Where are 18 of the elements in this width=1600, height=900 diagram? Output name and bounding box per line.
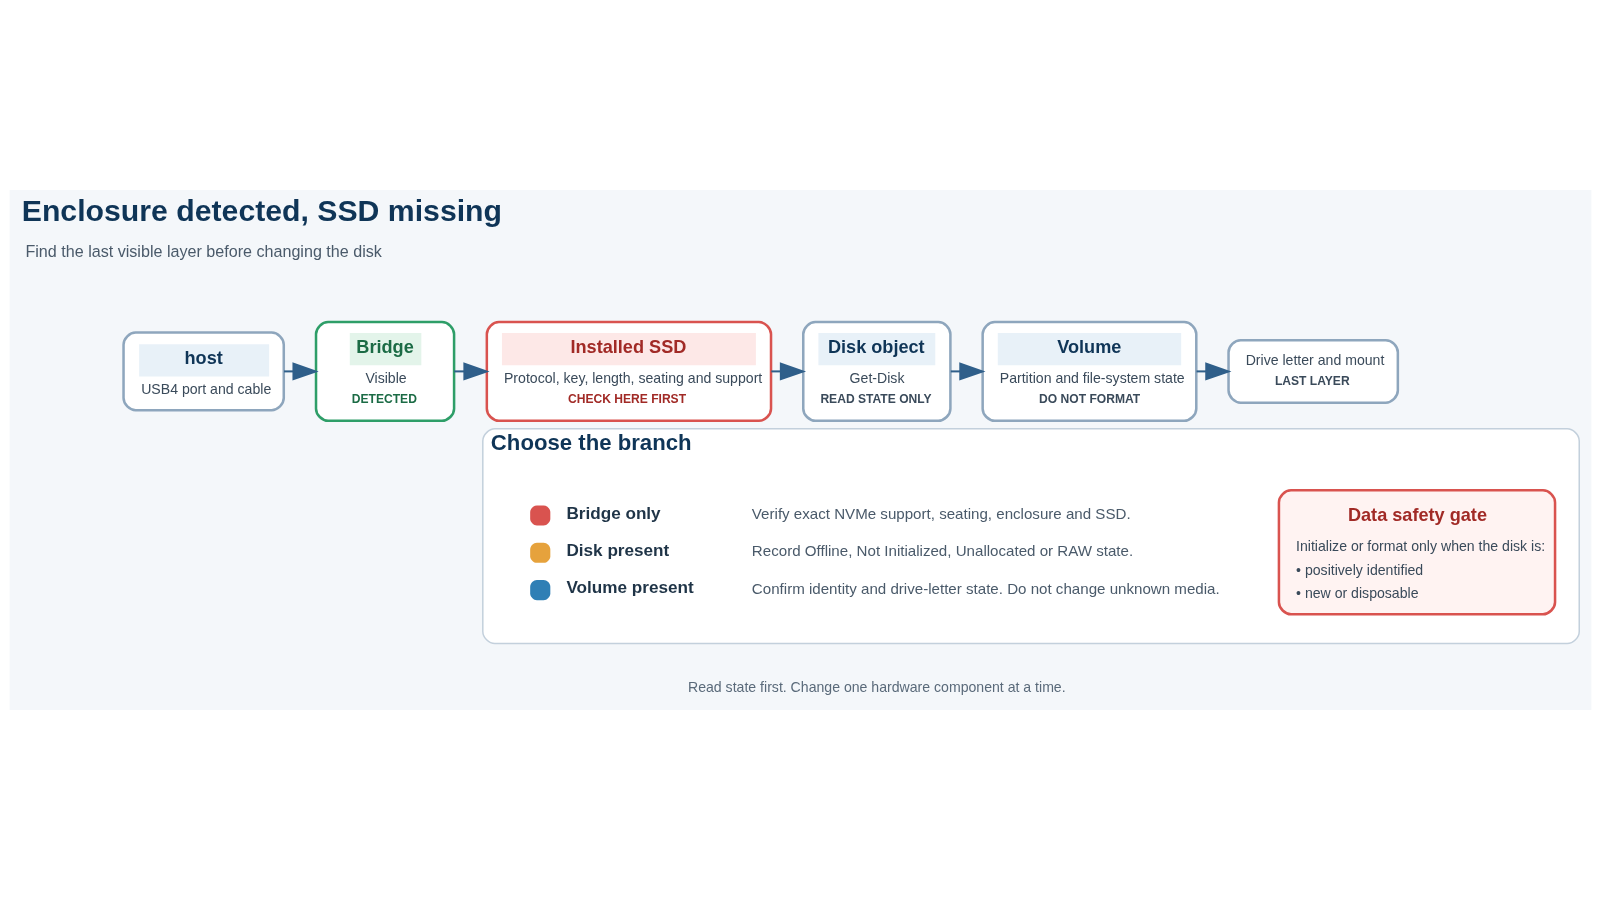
label: Record Offline, Not Initialized, Unallocated or RAW state. [751,542,1133,560]
legend-label: Volume present [565,577,694,598]
legend-label: Disk present [565,539,669,560]
node-box: Drive letter and mount LAST LAYER [1226,338,1399,404]
label: Verify exact NVMe support, seating, enclosure and SSD. [751,505,1131,523]
label: Find the last visible layer before changing the disk [24,242,382,261]
legend-label: Bridge only [565,502,661,523]
node-box: host USB4 port and cable [121,331,285,412]
arrow [770,362,806,381]
diagram-title: Enclosure detected, SSD missing [21,194,502,228]
arrow [453,362,490,381]
node-box: Volume Partition and file-system state DO NOT FORMAT [980,320,1198,423]
node-box: Installed SSD Protocol, key, length, seating and support CHECK HERE FIRST [485,320,772,423]
caption: Read state first. Change one hardware component at a time. [687,678,1066,695]
node-box: Data safety gate Initialize or format only when the disk is: • positively identified • new or disposable [1277,489,1556,616]
node-box: Bridge Visible DETECTED [314,320,455,423]
node-box: Disk object Get-Disk READ STATE ONLY [801,320,952,423]
label: Confirm identity and drive-letter state. Do not change unknown media. [751,579,1220,597]
